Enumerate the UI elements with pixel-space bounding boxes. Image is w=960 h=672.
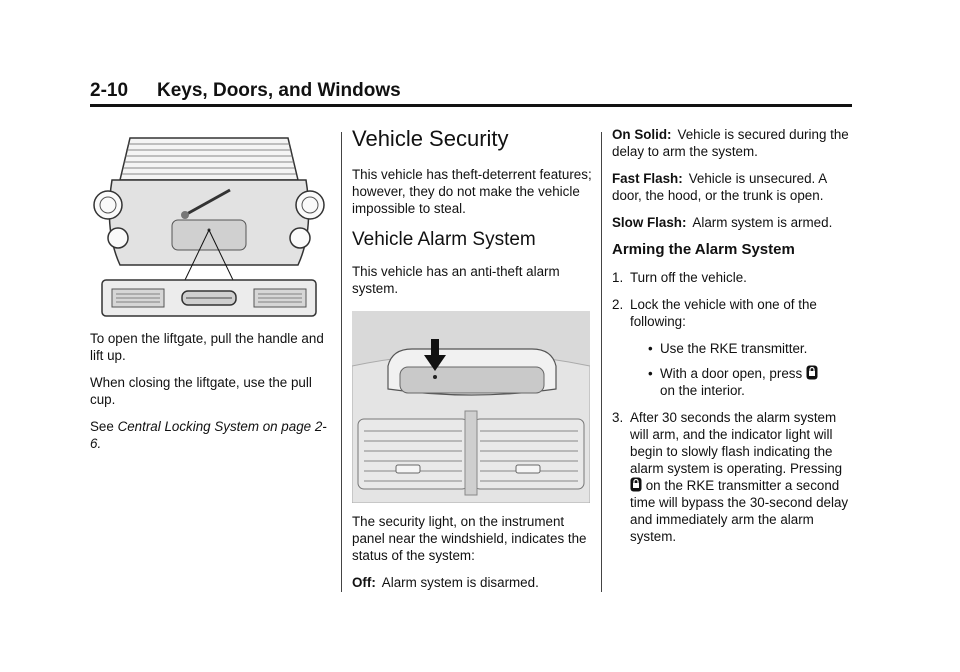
bullet: • — [648, 341, 653, 356]
lock-key-icon — [806, 365, 818, 380]
step-number: 3. — [612, 410, 624, 425]
alarm-intro-text: This vehicle has an anti-theft alarm sys… — [352, 264, 560, 296]
status-on-solid-text: Vehicle is secured during the delay to a… — [612, 127, 849, 159]
status-slow-flash: Slow Flash: Alarm system is armed. — [612, 214, 857, 231]
status-off-label: Off: — [352, 575, 376, 590]
heading-arming-alarm: Arming the Alarm System — [612, 241, 795, 258]
step-number: 1. — [612, 270, 624, 285]
header-rule — [90, 104, 852, 107]
step-text: Turn off the vehicle. — [630, 270, 747, 285]
bullet-text: With a door open, press — [660, 366, 803, 381]
security-light-illustration — [352, 311, 590, 503]
status-on-solid: On Solid:Vehicle is secured during the d… — [612, 126, 857, 160]
lock-method-list: • Use the RKE transmitter. • With a door… — [630, 340, 857, 399]
bullet: • — [648, 366, 653, 381]
page-header: 2-10 Keys, Doors, and Windows — [90, 80, 850, 106]
column-middle: Vehicle Security This vehicle has theft-… — [352, 126, 592, 601]
liftgate-open-text: To open the liftgate, pull the handle an… — [90, 331, 324, 363]
status-fast-flash-text: Vehicle is unsecured. A door, the hood, … — [612, 171, 827, 203]
column-right: On Solid:Vehicle is secured during the d… — [612, 126, 857, 555]
bullet-text-continued: on the interior. — [660, 383, 745, 398]
step-text: After 30 seconds the alarm system will a… — [630, 410, 843, 476]
status-off-text: Alarm system is disarmed. — [381, 575, 539, 590]
step-text-continued: on the RKE transmitter a second time wil… — [630, 478, 849, 544]
lock-method-item: • Use the RKE transmitter. — [630, 340, 857, 357]
security-light-text: The security light, on the instrument pa… — [352, 514, 587, 563]
status-off: Off: Alarm system is disarmed. — [352, 574, 592, 591]
arming-step: 1. Turn off the vehicle. — [612, 269, 857, 286]
heading-vehicle-security: Vehicle Security — [352, 126, 509, 151]
arming-steps-list: 1. Turn off the vehicle. 2. Lock the veh… — [612, 269, 857, 545]
column-left: To open the liftgate, pull the handle an… — [90, 120, 335, 462]
arming-step: 2. Lock the vehicle with one of the foll… — [612, 296, 857, 399]
lock-method-item: • With a door open, press on the interio… — [630, 365, 857, 399]
see-also: See Central Locking System on page 2-6. — [90, 418, 335, 452]
lock-key-icon — [630, 477, 642, 492]
column-divider-right — [601, 132, 602, 592]
bullet-text: Use the RKE transmitter. — [660, 341, 808, 356]
status-slow-flash-label: Slow Flash: — [612, 215, 687, 230]
liftgate-illustration — [93, 137, 325, 317]
see-prefix: See — [90, 419, 114, 434]
step-number: 2. — [612, 297, 624, 312]
section-title: Keys, Doors, and Windows — [157, 80, 401, 101]
status-on-solid-label: On Solid: — [612, 127, 672, 142]
status-fast-flash: Fast Flash:Vehicle is unsecured. A door,… — [612, 170, 857, 204]
liftgate-close-text: When closing the liftgate, use the pull … — [90, 375, 312, 407]
step-text: Lock the vehicle with one of the followi… — [630, 297, 817, 329]
arming-step: 3. After 30 seconds the alarm system wil… — [612, 409, 857, 545]
page-number: 2-10 — [90, 80, 129, 101]
heading-vehicle-alarm-system: Vehicle Alarm System — [352, 229, 536, 250]
status-fast-flash-label: Fast Flash: — [612, 171, 683, 186]
status-slow-flash-text: Alarm system is armed. — [692, 215, 833, 230]
see-reference-link[interactable]: Central Locking System on page 2-6. — [90, 419, 327, 451]
security-intro-text: This vehicle has theft-deterrent feature… — [352, 167, 592, 216]
column-divider-left — [341, 132, 342, 592]
